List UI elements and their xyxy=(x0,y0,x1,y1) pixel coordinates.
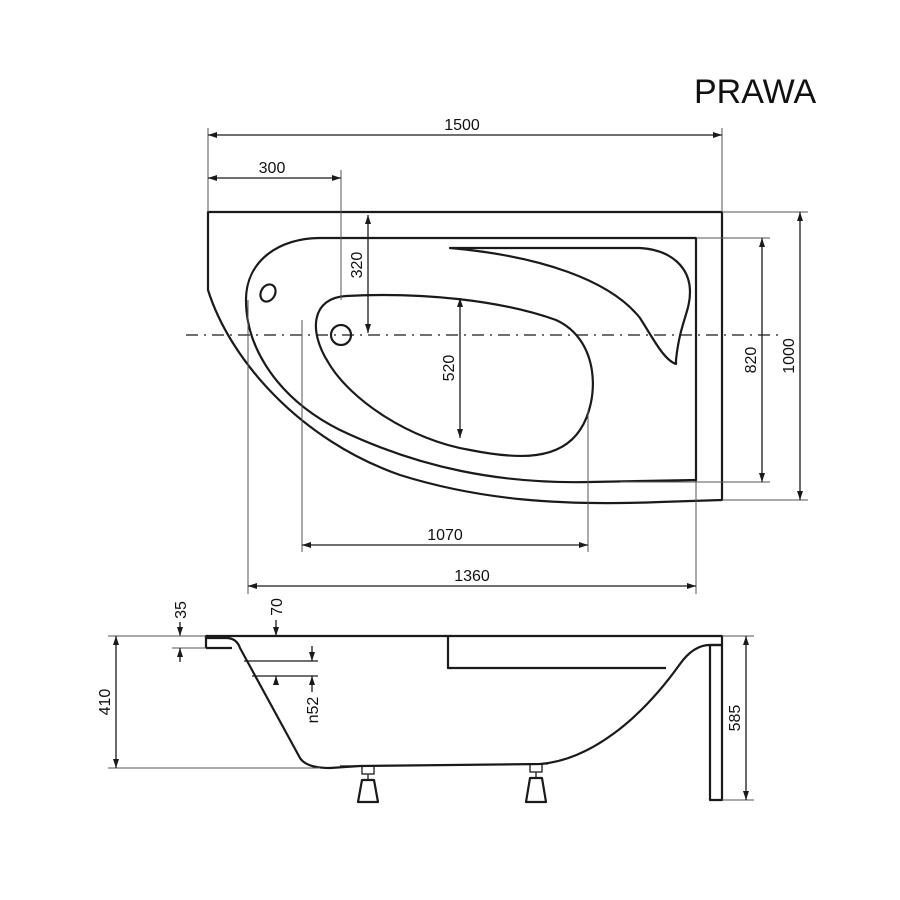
dim-inner-width: 820 xyxy=(620,237,770,483)
overflow-hole xyxy=(259,283,277,303)
dim-label-rim-thickness: 35 xyxy=(173,601,190,619)
dim-depth: 410 xyxy=(97,635,320,769)
side-rim xyxy=(204,634,724,770)
dim-rim-thickness: 35 xyxy=(172,601,206,662)
dim-total-height: 585 xyxy=(722,635,754,801)
dim-rim-ledge: 70 xyxy=(269,598,286,685)
drawing-title: PRAWA xyxy=(694,73,816,111)
tub-outer-outline xyxy=(206,210,724,505)
dim-label-drain-offset: 300 xyxy=(259,160,286,177)
dim-total-width: 1000 xyxy=(722,211,808,501)
dim-basin-width: 520 xyxy=(441,298,463,438)
dim-label-inner-width: 820 xyxy=(743,347,760,374)
dim-overflow-hole: n52 xyxy=(305,646,322,723)
dim-label-total-width: 1000 xyxy=(781,338,798,374)
side-overflow xyxy=(244,660,318,677)
top-view xyxy=(186,210,780,505)
dim-label-basin-length: 1070 xyxy=(427,527,463,544)
side-apron xyxy=(708,643,724,802)
left-leg xyxy=(356,765,380,804)
dim-label-inner-length: 1360 xyxy=(454,568,490,585)
side-view xyxy=(204,634,724,804)
dim-drain-offset: 300 xyxy=(208,160,342,300)
dim-label-basin-width: 520 xyxy=(441,355,458,382)
tub-armrest xyxy=(448,246,692,366)
dim-basin-length: 1070 xyxy=(301,320,589,552)
dim-label-overflow-hole: n52 xyxy=(305,697,322,724)
tub-basin xyxy=(314,293,594,458)
dim-drain-to-axis: 320 xyxy=(349,215,371,333)
tub-inner-rim xyxy=(244,236,698,484)
dim-total-length: 1500 xyxy=(207,117,723,212)
side-bottom-line xyxy=(339,763,549,767)
dim-label-total-height: 585 xyxy=(727,705,744,732)
side-armrest-step xyxy=(446,636,666,670)
dim-label-depth: 410 xyxy=(97,689,114,716)
right-leg xyxy=(524,763,548,804)
dim-label-total-length: 1500 xyxy=(444,117,480,134)
dim-label-rim-ledge: 70 xyxy=(269,598,286,616)
dim-inner-length: 1360 xyxy=(247,300,697,594)
dim-label-drain-to-axis: 320 xyxy=(349,252,366,279)
